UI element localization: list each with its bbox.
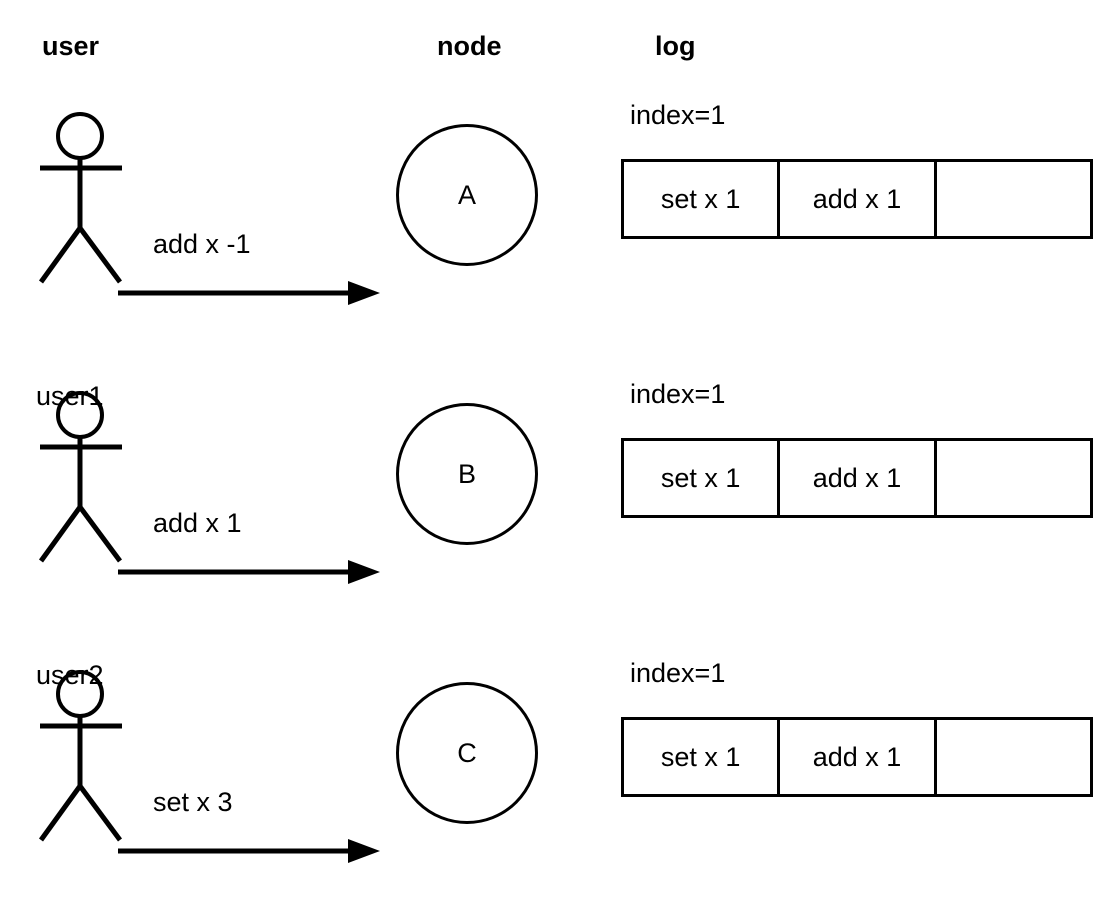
column-header-log: log: [655, 31, 696, 61]
message-arrow-icon: [118, 276, 380, 310]
log-cell: set x 1: [624, 441, 781, 515]
column-header-node: node: [437, 31, 502, 61]
message-label: add x -1: [153, 229, 251, 259]
stick-figure-icon: [34, 668, 130, 898]
log-table: set x 1 add x 1: [621, 438, 1093, 518]
log-cell: add x 1: [780, 441, 937, 515]
log-table: set x 1 add x 1: [621, 717, 1093, 797]
log-index-label: index=1: [630, 658, 726, 688]
log-cell-empty: [937, 162, 1090, 236]
log-cell: add x 1: [780, 720, 937, 794]
node-label: C: [457, 737, 477, 768]
message-arrow-icon: [118, 834, 380, 868]
diagram-row: user1 add x -1 A index=1 set x 1 add x 1: [0, 100, 1118, 410]
message-arrow-icon: [118, 555, 380, 589]
message-label: set x 3: [153, 787, 233, 817]
log-index-label: index=1: [630, 379, 726, 409]
stick-figure-icon: [34, 110, 130, 340]
node-label: A: [457, 179, 476, 210]
log-cell: set x 1: [624, 720, 781, 794]
log-cell-empty: [937, 441, 1090, 515]
message-label: add x 1: [153, 508, 242, 538]
stick-figure-icon: [34, 389, 130, 619]
column-header-user: user: [42, 31, 100, 61]
node-circle: C: [396, 682, 538, 824]
log-cell-empty: [937, 720, 1090, 794]
log-cell: add x 1: [780, 162, 937, 236]
node-circle: A: [396, 124, 538, 266]
log-index-label: index=1: [630, 100, 726, 130]
node-circle: B: [396, 403, 538, 545]
node-label: B: [457, 458, 476, 489]
diagram-row: user2 add x 1 B index=1 set x 1 add x 1: [0, 379, 1118, 689]
diagram-row: user3 set x 3 C index=1 set x 1 add x 1: [0, 658, 1118, 916]
log-table: set x 1 add x 1: [621, 159, 1093, 239]
log-cell: set x 1: [624, 162, 781, 236]
